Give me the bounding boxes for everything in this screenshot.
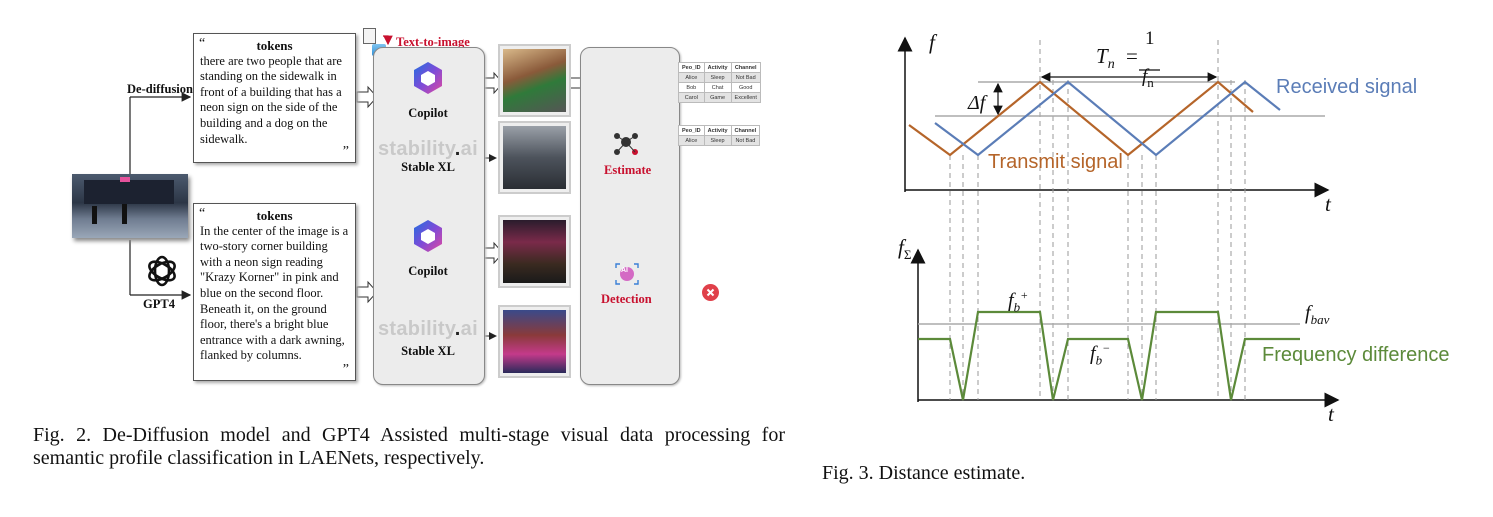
fbav-symbol: f [1305,302,1311,324]
received-signal-line [934,80,1281,157]
bottom-x-label: t [1328,402,1334,426]
fb-minus-label: fb− [1090,341,1110,369]
reject-cross-icon [702,284,719,301]
fb-minus-symbol: f [1090,342,1096,365]
close-quote: ” [342,144,349,160]
bottom-y-subscript: Σ [903,247,912,263]
figure-3-caption: Fig. 3. Distance estimate. [822,462,1026,484]
fb-plus-superscript: + [1020,288,1029,302]
stability-dot: . [454,138,461,160]
model-panel [373,47,485,385]
open-quote: “ [199,206,206,221]
table-cell: Bob [678,82,705,93]
period-lhs: Tn [1096,44,1115,73]
table-cell: Alice [678,72,705,83]
delta-f-label: Δf [968,92,986,114]
table-header: Channel [730,125,761,136]
transmit-signal-label: Transmit signal [988,151,1123,173]
figure-2-caption: Fig. 2. De-Diffusion model and GPT4 Assi… [33,424,785,469]
bottom-y-label: fΣ [898,235,911,263]
stability-word: stability [378,318,455,340]
close-quote: ” [342,362,349,378]
table-cell: Sleep [703,72,732,83]
generated-image [498,215,571,288]
table-cell: Not Bad [730,72,761,83]
document-icon [363,28,376,44]
open-quote: “ [199,36,206,51]
stability-ai-logo: stability.ai [378,318,478,341]
period-den-subscript: n [1147,74,1154,90]
estimate-network-icon [614,133,638,155]
fb-minus-superscript: − [1102,341,1111,355]
model-name-copilot: Copilot [408,264,448,278]
analysis-panel [580,47,680,385]
input-image [72,174,188,238]
period-denominator: fn [1142,66,1154,91]
table-cell: Game [703,92,732,103]
table-cell: Good [730,82,761,93]
text-to-image-label: Text-to-image [396,35,470,49]
table-header: Peo_ID [678,62,705,73]
ai-detection-icon [615,263,639,285]
branch-label-dediffusion: De-diffusion [127,82,193,96]
profile-table-2: Peo_ID Activity Channel Alice Sleep Not … [678,125,761,146]
table-cell: Not Bad [730,135,761,146]
period-den-symbol: f [1142,66,1148,87]
fb-minus-subscript: b [1095,352,1103,368]
fb-plus-label: fb+ [1008,288,1028,316]
generated-image [498,121,571,194]
table-cell: Sleep [703,135,732,146]
tokens-text: In the center of the image is a two-stor… [200,223,349,363]
tokens-box-gpt4: “ tokens In the center of the image is a… [193,203,356,381]
ai-badge-text: AI [621,267,628,274]
model-name-stable-xl: Stable XL [401,160,455,174]
top-y-label: f [929,30,935,54]
tokens-title: tokens [256,208,293,223]
period-numerator: 1 [1145,28,1155,49]
table-header: Peo_ID [678,125,705,136]
tokens-box-dediffusion: “ tokens there are two people that are s… [193,33,356,163]
generated-image [498,305,571,378]
generated-image [498,44,571,117]
branch-label-gpt4: GPT4 [143,297,175,311]
fbav-label: fbav [1305,302,1329,328]
fbav-subscript: bav [1310,312,1330,327]
profile-table-1: Peo_ID Activity Channel Alice Sleep Not … [678,62,761,103]
table-cell: Alice [678,135,705,146]
period-symbol: T [1096,44,1108,68]
copilot-logo-icon [414,220,442,252]
detection-label: Detection [601,292,652,306]
table-cell: Chat [703,82,732,93]
period-equals: = [1126,44,1138,68]
estimate-label: Estimate [604,163,652,177]
stability-word: stability [378,138,455,160]
table-cell: Excellent [730,92,761,103]
table-header: Channel [730,62,761,73]
fb-plus-symbol: f [1008,289,1014,312]
transmit-signal-line [908,80,1254,157]
frequency-difference-label: Frequency difference [1262,344,1450,366]
fig3-plot [897,36,1340,408]
fb-plus-subscript: b [1013,299,1021,315]
period-subscript: n [1107,57,1115,73]
bottom-y-symbol: f [898,235,904,259]
tokens-text: there are two people that are standing o… [200,53,342,146]
stability-dot: . [454,318,461,340]
model-name-stable-xl: Stable XL [401,344,455,358]
received-signal-label: Received signal [1276,76,1418,98]
openai-logo-icon [148,255,176,287]
top-x-label: t [1325,192,1331,216]
stability-ai-logo: stability.ai [378,138,478,161]
table-cell: Carol [678,92,705,103]
tokens-title: tokens [256,38,293,53]
table-header: Activity [703,62,732,73]
table-header: Activity [703,125,732,136]
stability-ai: ai [460,318,478,340]
copilot-logo-icon [414,62,442,94]
dashed-guides [949,40,1246,400]
stability-ai: ai [460,138,478,160]
frequency-difference-line [918,310,1300,401]
model-name-copilot: Copilot [408,106,448,120]
